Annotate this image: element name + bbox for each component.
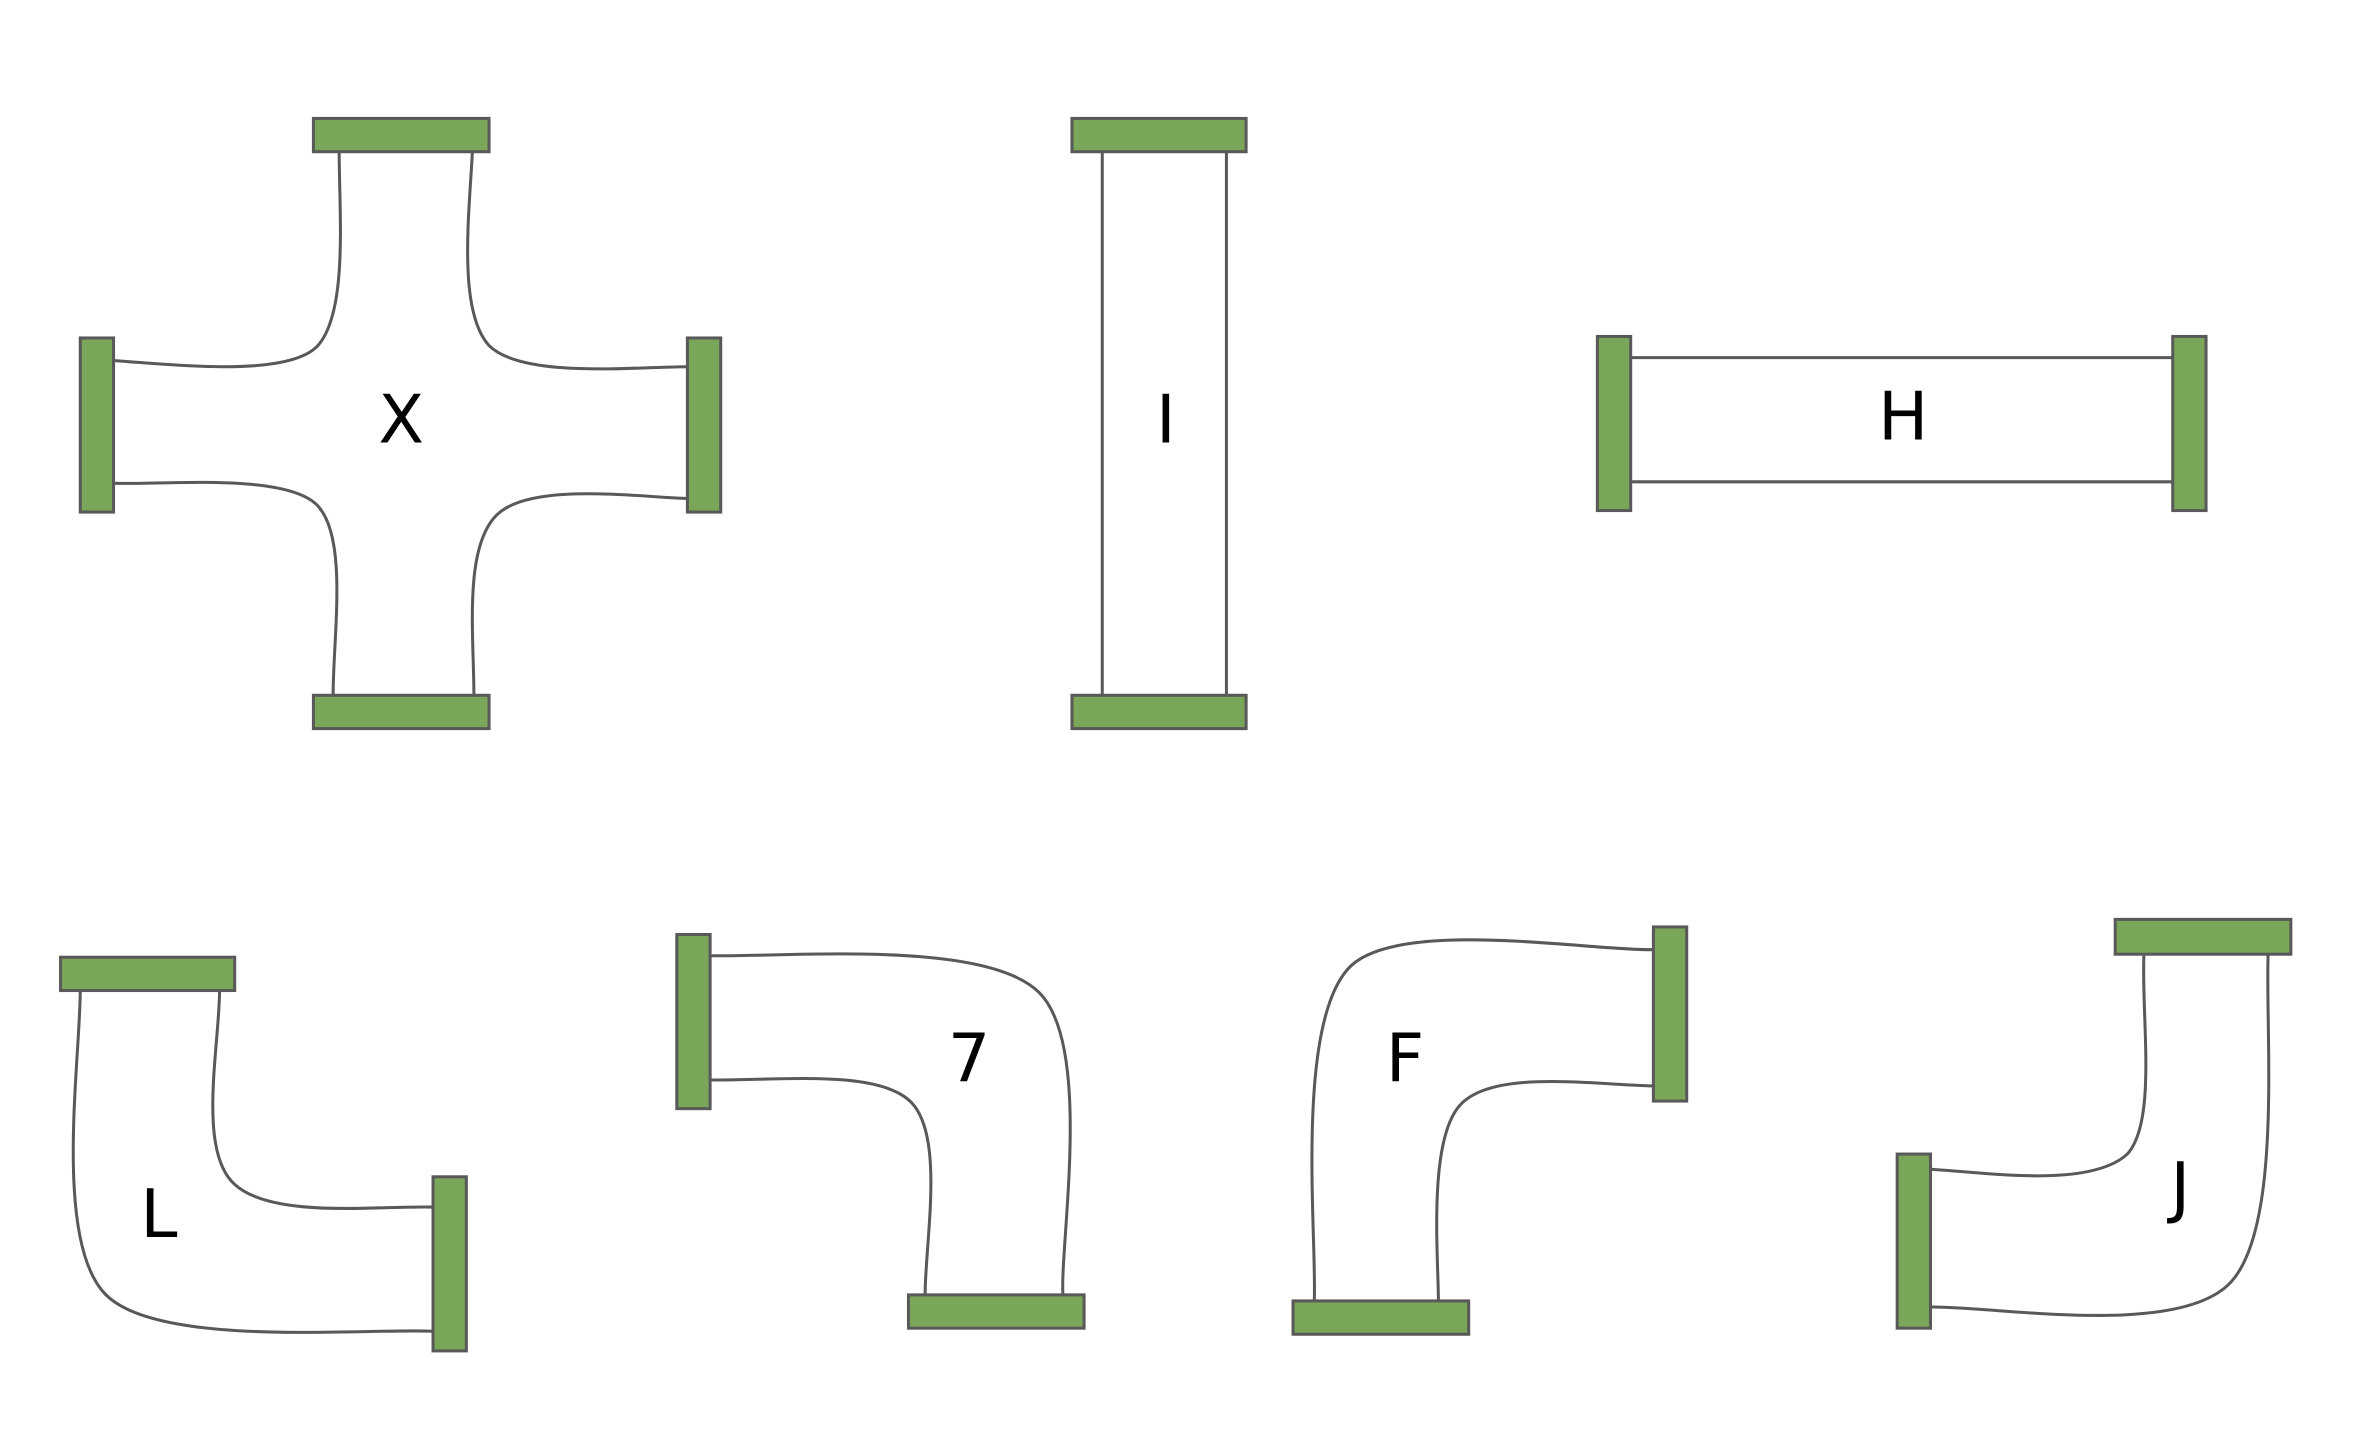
- flange-left: [1595, 334, 1633, 513]
- flange-top: [2113, 917, 2293, 956]
- flange-right: [431, 1175, 468, 1353]
- pipe-piece-f: F: [1291, 925, 1689, 1336]
- pipe-piece-i: I: [1070, 116, 1248, 731]
- piece-label: F: [1386, 1019, 1424, 1097]
- piece-label: 7: [948, 1019, 990, 1097]
- flange-bottom: [1070, 693, 1248, 731]
- flange-left: [1895, 1152, 1932, 1330]
- flange-bottom: [1291, 1299, 1471, 1336]
- flange-right: [685, 336, 723, 514]
- flange-bottom: [311, 693, 491, 731]
- piece-label: H: [1878, 377, 1928, 455]
- flange-top: [59, 955, 237, 993]
- piece-label: J: [2166, 1148, 2190, 1226]
- piece-label: X: [378, 380, 424, 458]
- piece-label: L: [140, 1175, 177, 1253]
- pipe-piece-7: 7: [675, 933, 1086, 1330]
- flange-bottom: [906, 1293, 1086, 1330]
- flange-left: [78, 336, 116, 514]
- pipe-piece-j: J: [1895, 917, 2293, 1330]
- pipe-piece-h: H: [1595, 334, 2208, 513]
- flange-right: [1651, 925, 1689, 1103]
- flange-top: [311, 116, 491, 154]
- flange-top: [1070, 116, 1248, 154]
- flange-right: [2171, 334, 2208, 513]
- pipe-piece-l: L: [59, 955, 468, 1353]
- flange-left: [675, 933, 712, 1111]
- piece-label: I: [1156, 380, 1176, 458]
- pipe-piece-x: X: [78, 116, 723, 731]
